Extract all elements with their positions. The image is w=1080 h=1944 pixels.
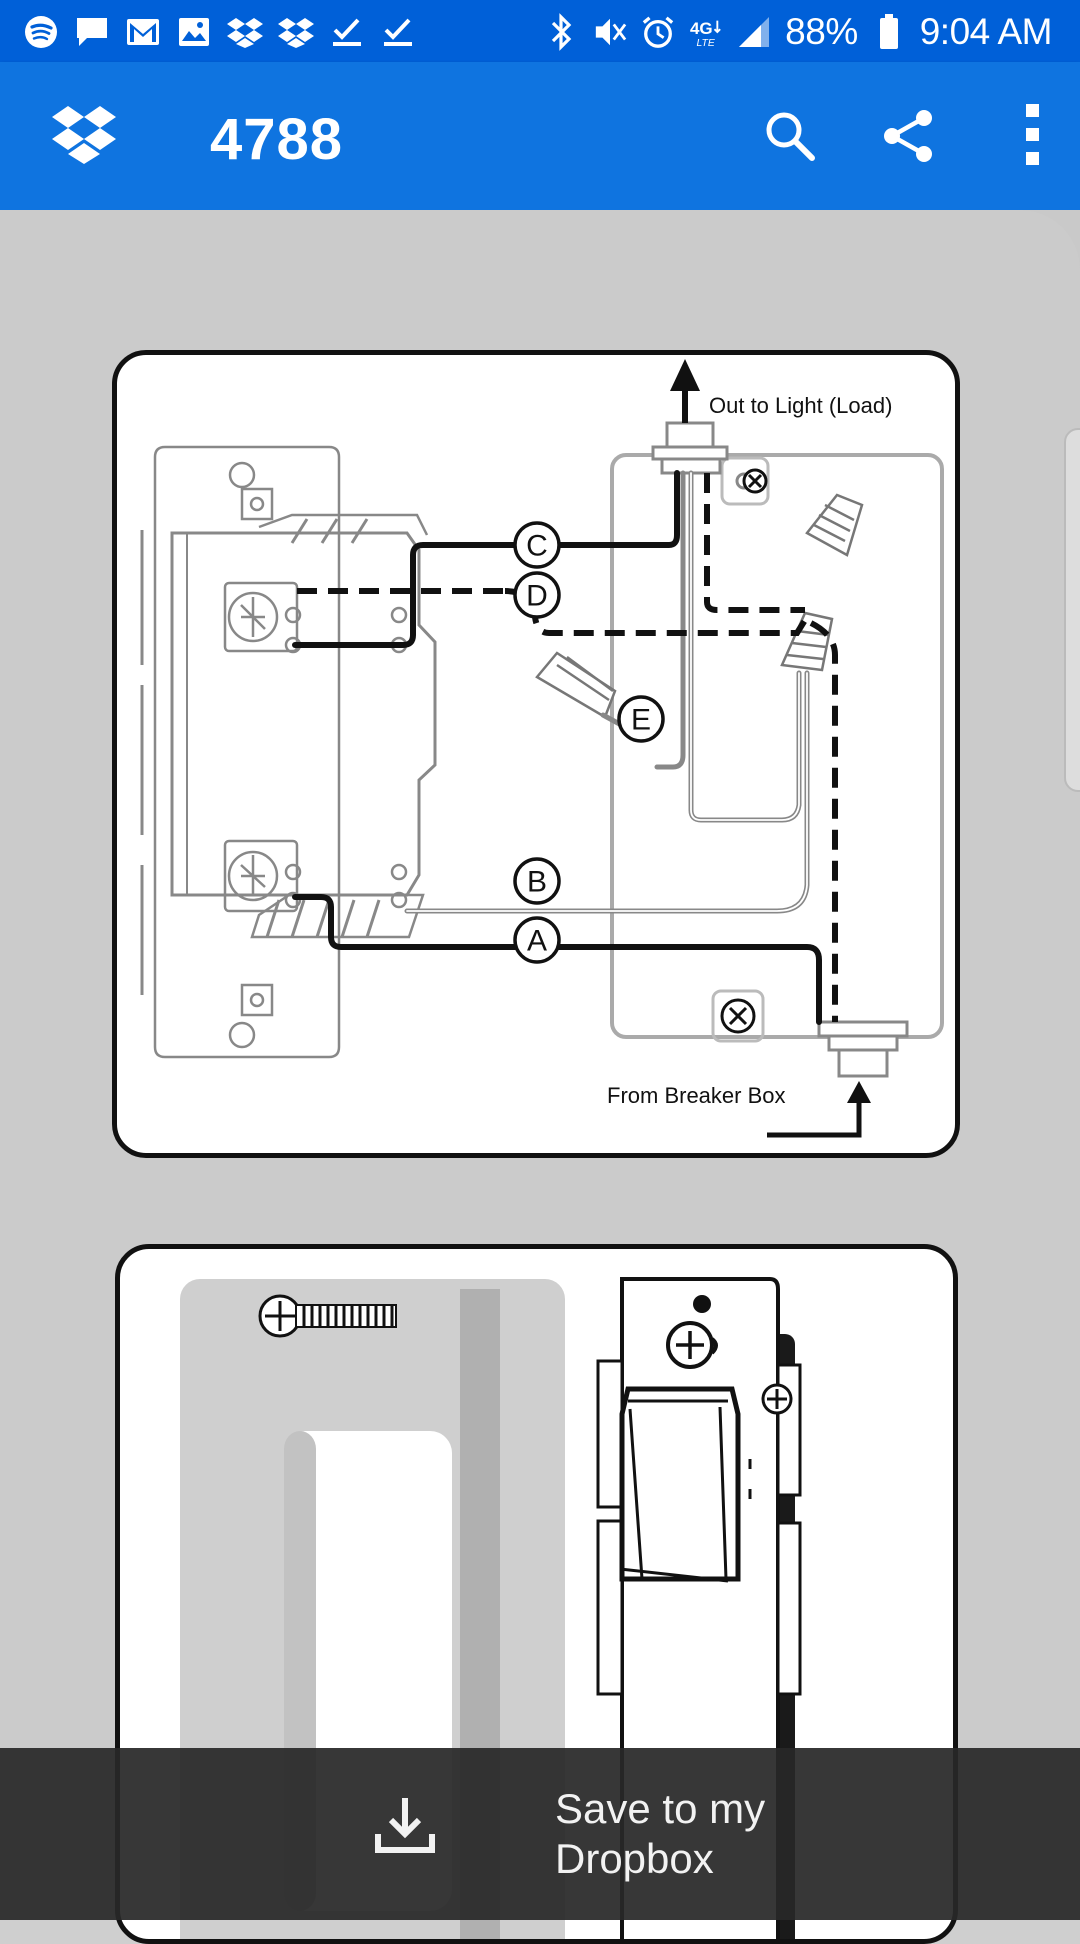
- signal-icon: [737, 14, 771, 50]
- message-icon: [73, 14, 111, 50]
- scrollbar-handle[interactable]: [1064, 428, 1080, 792]
- marker-e: E: [631, 704, 651, 737]
- search-icon[interactable]: [762, 108, 818, 164]
- alarm-icon: [641, 14, 675, 50]
- checkmark-icon: [379, 14, 417, 50]
- file-preview[interactable]: C D E B A Out to Light (Load) From Break…: [0, 210, 1080, 1944]
- page-title: 4788: [210, 107, 344, 172]
- dropbox-icon: [226, 14, 264, 50]
- marker-c: C: [526, 530, 548, 563]
- label-from-breaker-box: From Breaker Box: [607, 1083, 786, 1108]
- svg-text:4G: 4G: [690, 19, 713, 38]
- download-icon: [372, 1792, 438, 1858]
- save-to-dropbox-label: Save to my Dropbox: [555, 1785, 766, 1882]
- app-bar: 4788: [0, 62, 1080, 210]
- battery-icon: [872, 14, 906, 50]
- marker-a: A: [527, 925, 547, 958]
- more-options-icon[interactable]: [1018, 102, 1048, 168]
- share-icon[interactable]: [878, 106, 938, 166]
- dropbox-logo-icon[interactable]: [52, 104, 116, 166]
- label-out-to-light: Out to Light (Load): [709, 393, 892, 418]
- dropbox-icon: [277, 14, 315, 50]
- mute-icon: [593, 14, 627, 50]
- svg-text:LTE: LTE: [697, 38, 716, 49]
- wiring-diagram: C D E B A Out to Light (Load) From Break…: [112, 350, 960, 1158]
- notification-icons: [22, 12, 417, 52]
- diagram-markers: C D E B A: [513, 521, 665, 964]
- marker-b: B: [527, 866, 547, 899]
- spotify-icon: [22, 14, 60, 50]
- battery-percent: 88%: [785, 11, 858, 52]
- marker-d: D: [526, 580, 548, 613]
- clock: 9:04 AM: [919, 11, 1053, 52]
- save-to-dropbox-button[interactable]: Save to my Dropbox: [0, 1748, 1080, 1920]
- bluetooth-icon: [545, 13, 579, 51]
- gmail-icon: [124, 14, 162, 50]
- checkmark-icon: [328, 14, 366, 50]
- gallery-icon: [175, 14, 213, 50]
